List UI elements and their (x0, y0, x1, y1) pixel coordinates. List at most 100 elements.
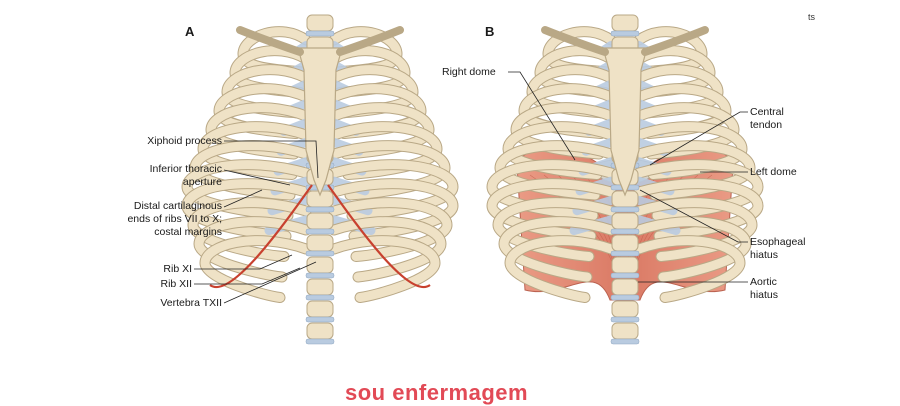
intervertebral-disc (610, 272, 640, 279)
costal-margin-outline (209, 184, 431, 289)
rib-fill (190, 141, 311, 200)
leader-line (508, 71, 576, 161)
label-vertebra-txii: Vertebra TXII (160, 297, 222, 309)
leader-line (223, 169, 291, 186)
vertebra (306, 14, 334, 32)
rib-fill (200, 236, 311, 302)
rib-fill (329, 198, 452, 261)
label-rib-xii: Rib XII (160, 278, 192, 290)
sternum (297, 47, 343, 197)
vertebra (611, 278, 639, 296)
label-right-dome: Right dome (442, 66, 496, 78)
vertebra (306, 234, 334, 252)
vertebra (306, 212, 334, 230)
rib-fill (487, 179, 616, 241)
intervertebral-disc (305, 206, 335, 213)
intervertebral-disc (610, 316, 640, 323)
rib-fill (182, 160, 311, 220)
intervertebral-disc (610, 250, 640, 257)
rib-fill (182, 179, 311, 241)
rib-fill (329, 160, 458, 220)
vertebra (611, 256, 639, 274)
leader-line (223, 261, 317, 304)
label-inferior-thoracic-line2: aperture (182, 176, 222, 188)
rib-fill (188, 198, 311, 261)
leader-line (649, 111, 748, 166)
label-distal-ends-line2: ends of ribs VII to X; (127, 213, 222, 225)
vertebra (611, 322, 639, 340)
rib-fill (634, 217, 751, 282)
vertebra (306, 300, 334, 318)
clavicle (236, 26, 304, 56)
vertebra (611, 300, 639, 318)
intervertebral-disc (610, 228, 640, 235)
vertebra (306, 278, 334, 296)
rib-fill (505, 236, 616, 302)
label-left-dome: Left dome (750, 166, 797, 178)
rib-fill (194, 217, 311, 282)
vertebra (611, 14, 639, 32)
rib-fill (634, 141, 755, 200)
rib-fill (329, 141, 450, 200)
intervertebral-disc (610, 338, 640, 345)
panel-label-a: A (185, 24, 195, 39)
vertebra (611, 234, 639, 252)
label-esophageal-hiatus-line1: Esophageal (750, 236, 806, 248)
leader-lines-b (508, 71, 748, 283)
leader-line (194, 254, 293, 270)
intervertebral-disc (305, 228, 335, 235)
rib-cage-b (486, 14, 764, 345)
intervertebral-disc (305, 272, 335, 279)
intervertebral-disc (305, 338, 335, 345)
label-distal-ends-line3: costal margins (154, 226, 222, 238)
rib-fill (634, 236, 745, 302)
intervertebral-disc (305, 294, 335, 301)
rib-fill (493, 198, 616, 261)
rib-fill (329, 122, 442, 179)
sternum (602, 47, 648, 197)
rib-fill (634, 122, 747, 179)
intervertebral-disc (305, 30, 335, 37)
label-central-tendon-line1: Central (750, 106, 784, 118)
clavicle (641, 26, 709, 56)
intervertebral-disc (305, 250, 335, 257)
leader-line (194, 267, 301, 285)
rib-fill (495, 141, 616, 200)
leader-line (224, 140, 319, 179)
intervertebral-disc (610, 206, 640, 213)
label-central-tendon-line2: tendon (750, 119, 783, 131)
watermark-logo: sou enfermagem (345, 380, 529, 405)
clavicle (336, 26, 404, 56)
rib-fill (329, 179, 458, 241)
label-esophageal-hiatus-line2: hiatus (750, 249, 779, 261)
panel-label-b: B (485, 24, 495, 39)
vertebra (611, 212, 639, 230)
label-distal-ends-line1: Distal cartilaginous (133, 200, 222, 212)
label-aortic-hiatus-line1: Aortic (750, 276, 777, 288)
rib-cage-a (181, 14, 459, 345)
label-xiphoid-process: Xiphoid process (147, 135, 222, 147)
intervertebral-disc (610, 294, 640, 301)
intervertebral-disc (305, 316, 335, 323)
leader-lines-a (194, 140, 319, 304)
leader-line (223, 189, 263, 208)
vertebra (306, 256, 334, 274)
rib-fill (634, 160, 763, 220)
rib-fill (634, 198, 757, 261)
clavicle (541, 26, 609, 56)
label-aortic-hiatus-line2: hiatus (750, 289, 779, 301)
rib-fill (198, 122, 311, 179)
label-inferior-thoracic-line1: Inferior thoracic (149, 163, 222, 175)
corner-text: ts (808, 12, 816, 22)
rib-fill (329, 217, 446, 282)
rib-fill (487, 160, 616, 220)
rib-fill (329, 236, 440, 302)
rib-fill (503, 122, 616, 179)
vertebra (306, 322, 334, 340)
leader-line (639, 189, 748, 243)
intervertebral-disc (610, 30, 640, 37)
rib-fill (634, 179, 763, 241)
label-rib-xi: Rib XI (163, 263, 192, 275)
